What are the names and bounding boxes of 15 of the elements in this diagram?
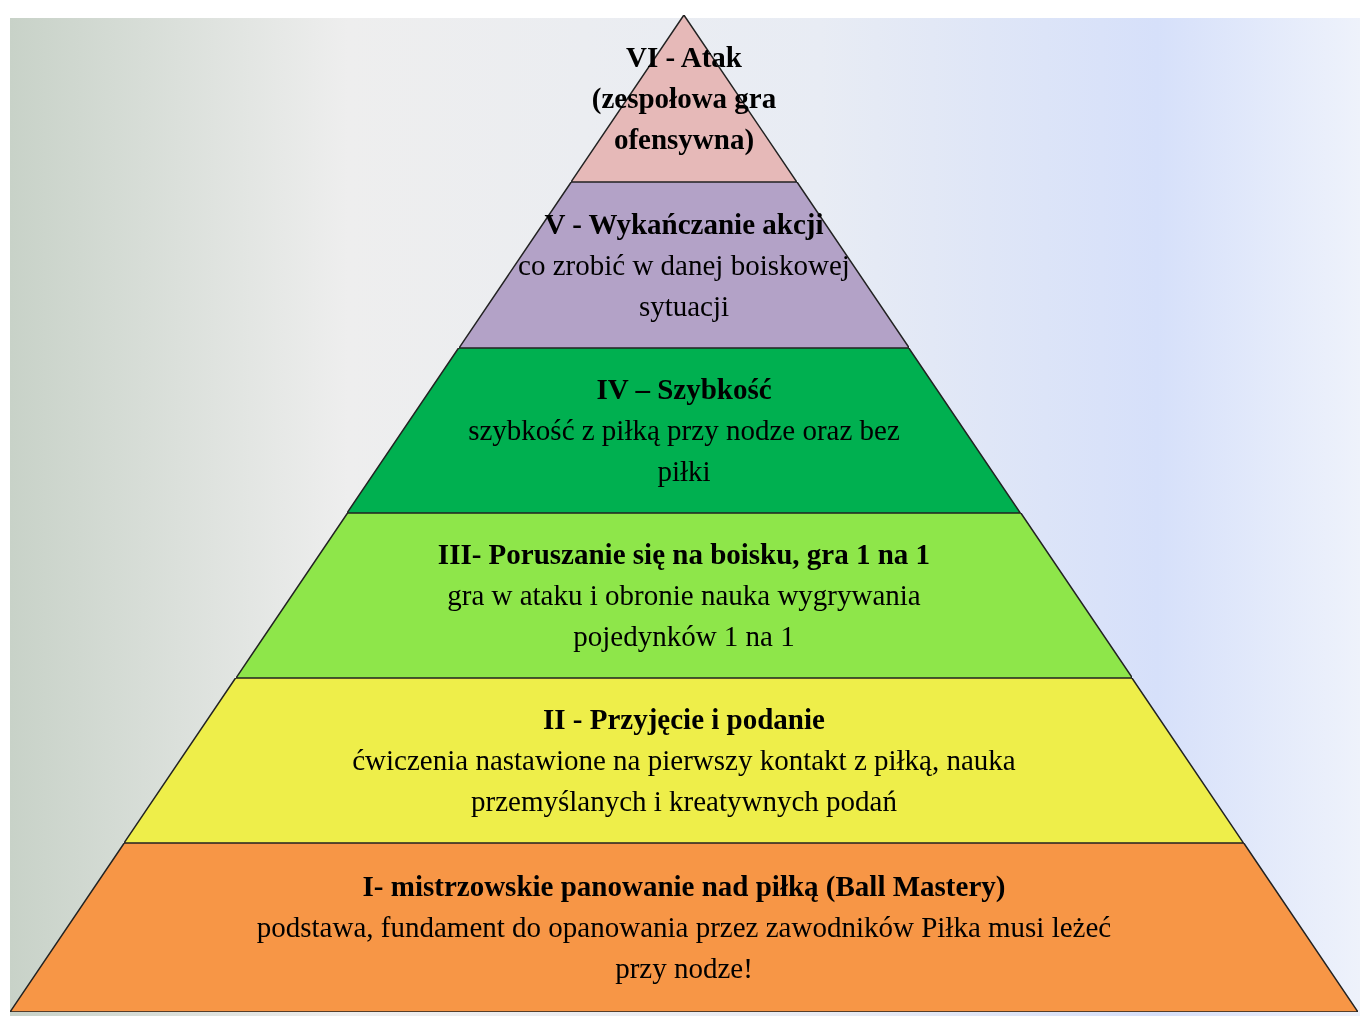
layer-heading: III- Poruszanie się na boisku, gra 1 na 1: [437, 537, 931, 572]
pyramid-layer: [458, 182, 910, 348]
layer-description: podstawa, fundament do opanowania przez zawodników Piłka musi leżeć przy nodze!: [255, 910, 1113, 986]
layer-description: gra w ataku i obronie nauka wygrywania pojedynków 1 na 1: [446, 578, 922, 654]
layer-heading: V - Wykańczanie akcji: [544, 206, 824, 242]
layer-description: co zrobić w danej boiskowej sytuacji: [517, 247, 851, 324]
layer-heading: II - Przyjęcie i podanie: [543, 702, 825, 737]
layer-description: szybkość z piłką przy nodze oraz bez piłki: [467, 413, 901, 489]
pyramid-layer: [347, 348, 1021, 513]
pyramid-layer: [10, 843, 1358, 1012]
pyramid-layer: [571, 15, 797, 182]
layer-description: ćwiczenia nastawione na pierwszy kontakt z piłką, nauka przemyślanych i kreatywnych podań: [351, 743, 1017, 819]
layer-heading: IV – Szybkość: [596, 372, 772, 407]
layer-heading: I- mistrzowskie panowanie nad piłką (Ball Mastery): [362, 869, 1006, 904]
pyramid-layer: [235, 513, 1133, 678]
